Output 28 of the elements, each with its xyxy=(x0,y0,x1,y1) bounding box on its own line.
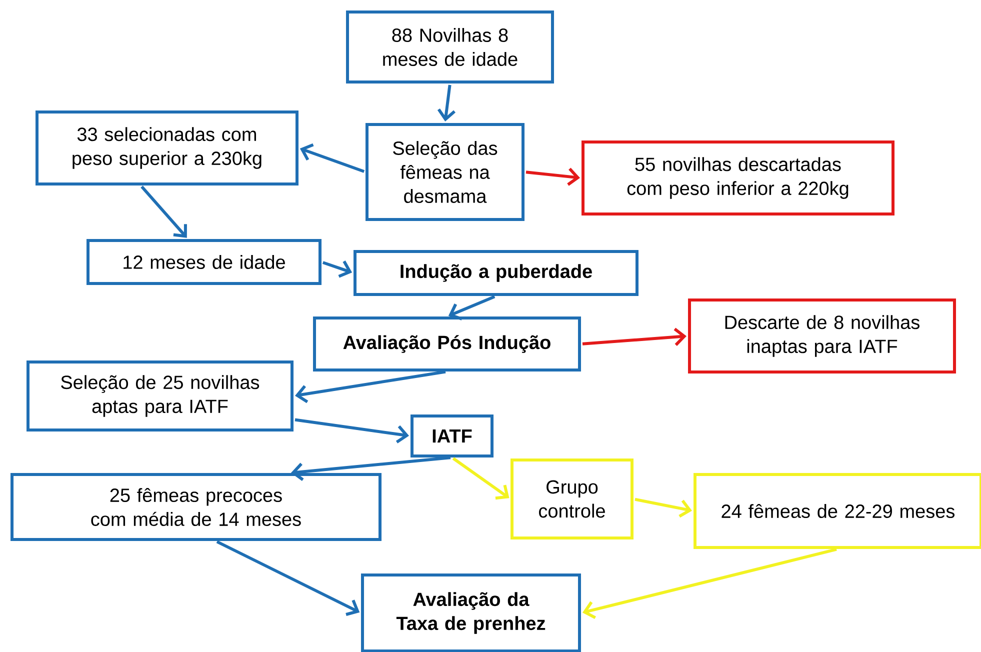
arrow xyxy=(216,540,360,616)
process-box: Avaliação Pós Indução xyxy=(313,316,581,372)
arrow xyxy=(290,456,451,481)
arrow xyxy=(582,548,837,619)
arrow xyxy=(322,260,352,278)
arrow xyxy=(437,84,456,122)
arrow xyxy=(634,498,692,518)
process-box: 25 fêmeas precoces com média de 14 meses xyxy=(10,473,382,541)
process-box: IATF xyxy=(410,414,494,458)
process-box: 24 fêmeas de 22-29 meses xyxy=(694,473,981,549)
process-box: Avaliação da Taxa de prenhez xyxy=(361,574,581,652)
arrow xyxy=(582,328,687,346)
arrow xyxy=(295,370,446,404)
process-box: 55 novilhas descartadas com peso inferior a 220kg xyxy=(582,140,894,216)
process-box: 12 meses de idade xyxy=(86,239,322,285)
process-box: Indução a puberdade xyxy=(354,250,638,296)
process-box: Descarte de 8 novilhas inaptas para IATF xyxy=(688,298,956,374)
arrow xyxy=(140,186,187,238)
arrow xyxy=(448,295,496,320)
arrow xyxy=(300,143,365,173)
arrow xyxy=(526,168,580,186)
arrow xyxy=(294,418,410,444)
process-box: Grupo controle xyxy=(510,458,634,540)
arrow xyxy=(452,457,510,500)
process-box: Seleção de 25 novilhas aptas para IATF xyxy=(26,360,294,432)
process-box: 33 selecionadas com peso superior a 230kg xyxy=(36,110,298,186)
process-box: 88 Novilhas 8 meses de idade xyxy=(346,10,554,84)
process-box: Seleção das fêmeas na desmama xyxy=(366,123,524,221)
